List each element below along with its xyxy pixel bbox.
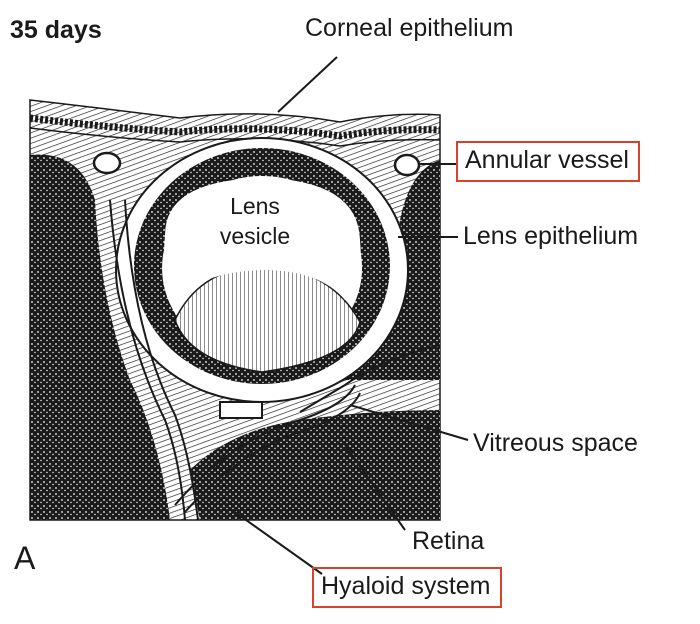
annular-vessel-label: Annular vessel [456, 141, 640, 182]
lens-epithelium-label: Lens epithelium [463, 224, 638, 249]
panel-letter: A [14, 542, 35, 574]
lens-vesicle-label-line1: Lens [230, 193, 280, 219]
hyaloid-system-label: Hyaloid system [312, 567, 502, 608]
vitreous-space-label: Vitreous space [473, 431, 638, 456]
retina-label: Retina [412, 529, 484, 554]
corneal-epithelium-label: Corneal epithelium [305, 16, 513, 41]
lens-vesicle-label-line2: vesicle [220, 223, 290, 249]
age-title: 35 days [10, 18, 102, 43]
